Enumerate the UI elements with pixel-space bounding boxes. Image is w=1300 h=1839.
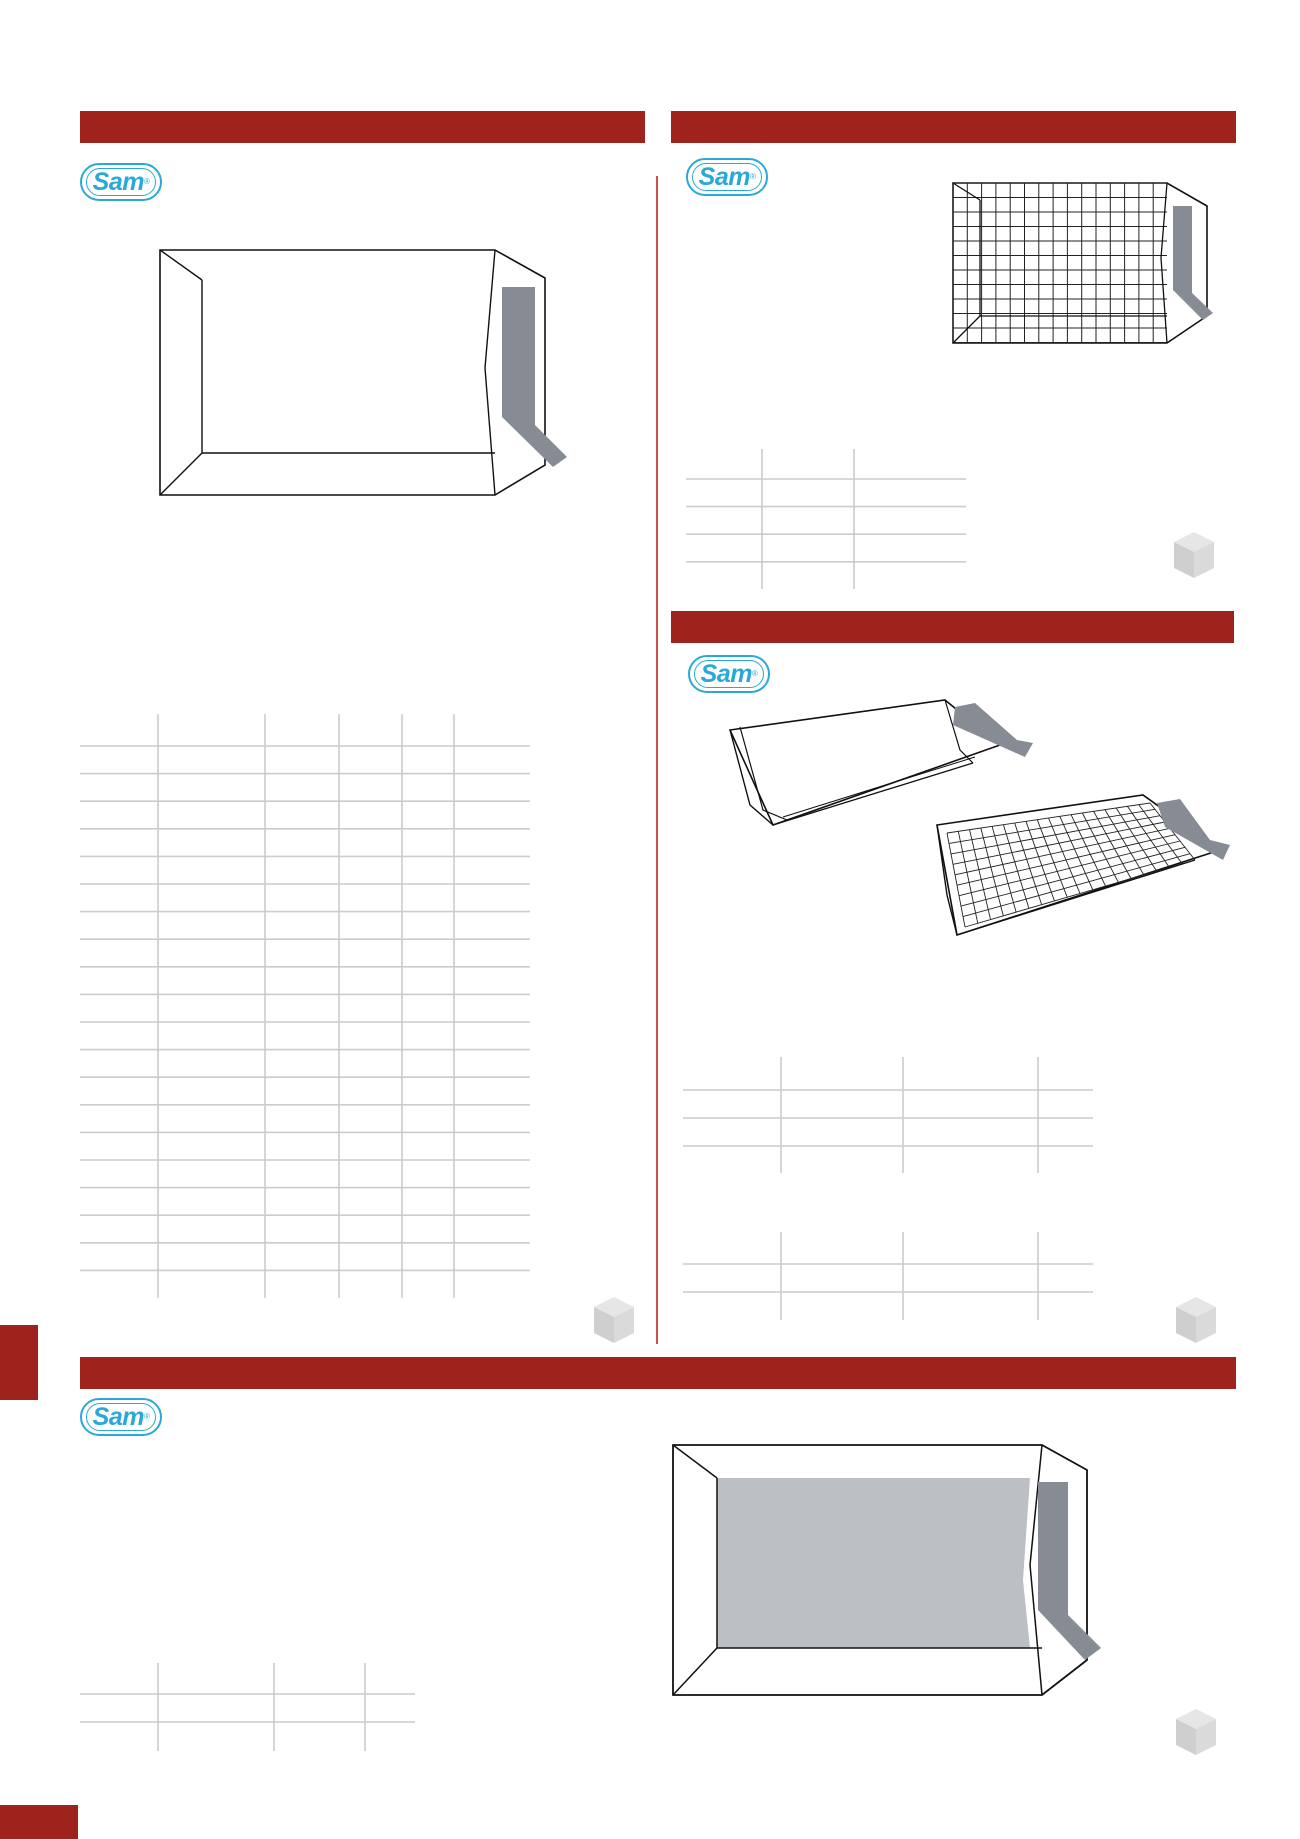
box-icon xyxy=(1176,1709,1216,1755)
brand-logo-top-right: Sam® xyxy=(686,158,768,196)
spec-table-middle-right-a xyxy=(683,1057,1093,1173)
bubble-envelope-icon xyxy=(952,182,1213,344)
spec-table-bottom-left xyxy=(80,1663,415,1751)
spec-table-middle-right-b xyxy=(683,1232,1093,1320)
spec-table-top-right xyxy=(686,449,966,589)
brand-logo-middle-right: Sam® xyxy=(688,655,770,693)
envelope-icon xyxy=(159,249,567,496)
spec-table-top-left xyxy=(80,714,530,1298)
brand-logo-bottom: Sam® xyxy=(80,1398,162,1436)
box-icon xyxy=(594,1297,634,1343)
box-icon xyxy=(1174,532,1214,578)
column-divider xyxy=(656,176,658,1344)
side-tab xyxy=(0,1325,38,1400)
box-icon xyxy=(1176,1297,1216,1343)
page-corner-tab xyxy=(0,1805,78,1839)
brand-logo-top-left: Sam® xyxy=(80,163,162,201)
section-bar-top-left xyxy=(80,111,645,143)
section-bar-middle-right xyxy=(671,611,1234,643)
section-bar-top-right xyxy=(671,111,1236,143)
gusset-envelopes-icon xyxy=(728,699,1230,937)
section-bar-bottom xyxy=(80,1357,1236,1389)
window-envelope-icon xyxy=(672,1444,1101,1696)
